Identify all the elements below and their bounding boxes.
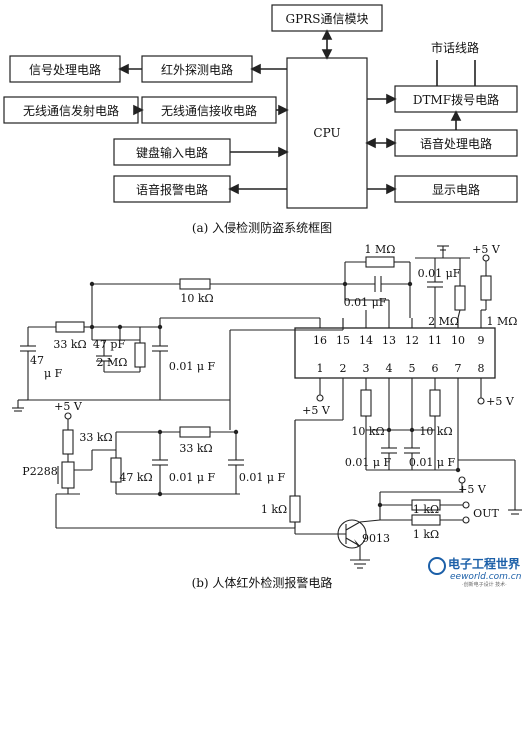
label-r-33k-a: 33 kΩ [53, 338, 86, 351]
signal-processing-label: 信号处理电路 [29, 62, 101, 77]
label-r-1k-out2: 1 kΩ [413, 528, 439, 541]
ic-pins-top: 16 15 14 13 12 11 10 9 [313, 334, 485, 347]
label-vcc-bottom: +5 V [458, 483, 487, 496]
caption-b: (b) 人体红外检测报警电路 [192, 575, 333, 590]
ic-chip [294, 327, 496, 379]
voice-processing-block: 语音处理电路 [394, 129, 518, 157]
ic-pin-stubs [319, 318, 482, 460]
pin-7: 7 [455, 362, 462, 375]
label-out: OUT [473, 507, 499, 520]
label-c-47u: 47 [30, 354, 44, 367]
label-r-1k-out1: 1 kΩ [413, 503, 439, 516]
voice-alarm-block: 语音报警电路 [113, 175, 231, 203]
infrared-detect-block: 红外探测电路 [141, 55, 253, 83]
label-transistor: 9013 [362, 532, 390, 545]
phone-line-label: 市话线路 [431, 40, 479, 55]
gprs-label: GPRS通信模块 [286, 12, 369, 26]
pin-6: 6 [432, 362, 439, 375]
pin-11: 11 [428, 334, 442, 347]
pin-16: 16 [313, 334, 327, 347]
block-diagram: CPU GPRS通信模块 信号处理电路 红外探测电路 无线通信发射电路 无线通信… [3, 4, 518, 235]
gprs-block: GPRS通信模块 [271, 4, 383, 32]
label-vcc-pin1: +5 V [302, 404, 331, 417]
display-block: 显示电路 [394, 175, 518, 203]
voice-processing-label: 语音处理电路 [420, 136, 492, 151]
pin-13: 13 [382, 334, 396, 347]
label-c-001-b: 0.01 μ F [169, 471, 216, 484]
label-vcc-top: +5 V [472, 243, 501, 256]
infrared-detect-label: 红外探测电路 [161, 62, 233, 77]
top-right-network [415, 245, 492, 319]
pin-10: 10 [451, 334, 465, 347]
pin-9: 9 [478, 334, 485, 347]
wireless-rx-block: 无线通信接收电路 [141, 96, 277, 124]
label-c-001-right: 0.01 μF [418, 267, 461, 280]
watermark-subtitle: ·创新电子设计 技术· [462, 581, 507, 588]
label-c-47p: 47 pF [93, 338, 126, 351]
stage-1-network [12, 284, 367, 430]
keyboard-block: 键盘输入电路 [113, 138, 231, 166]
label-r-10k-top: 10 kΩ [180, 292, 213, 305]
caption-a: (a) 入侵检测防盗系统框图 [192, 220, 332, 235]
block-arrows [118, 29, 476, 195]
display-label: 显示电路 [432, 182, 480, 197]
label-sensor: P2288 [22, 465, 57, 478]
wireless-tx-block: 无线通信发射电路 [3, 96, 139, 124]
pin-12: 12 [405, 334, 419, 347]
pin-2: 2 [340, 362, 347, 375]
label-r-47k: 47 kΩ [119, 471, 152, 484]
label-r-10k-b: 10 kΩ [419, 425, 452, 438]
label-r-33k-c: 33 kΩ [179, 442, 212, 455]
pin-5: 5 [409, 362, 416, 375]
keyboard-label: 键盘输入电路 [136, 145, 208, 160]
pin-14: 14 [359, 334, 373, 347]
voice-alarm-label: 语音报警电路 [136, 182, 208, 197]
label-c-001-e: 0.01 μ F [409, 456, 456, 469]
circuit-diagram: 16 15 14 13 12 11 10 9 1 2 3 4 5 6 7 8 [12, 243, 522, 590]
feedback-network [92, 256, 411, 318]
wireless-tx-label: 无线通信发射电路 [23, 103, 119, 118]
dtmf-label: DTMF拨号电路 [413, 92, 499, 107]
ic-pins-bottom: 1 2 3 4 5 6 7 8 [317, 362, 485, 375]
label-r-2m-a: 2 MΩ [97, 356, 128, 369]
cpu-label: CPU [313, 126, 340, 140]
label-vcc-left: +5 V [54, 400, 83, 413]
pin-8: 8 [478, 362, 485, 375]
label-c-001-top: 0.01 μF [344, 296, 387, 309]
dtmf-block: DTMF拨号电路 [394, 85, 518, 113]
label-r-1m-right: 1 MΩ [487, 315, 518, 328]
cpu-block: CPU [286, 57, 368, 209]
label-c-47u-unit: μ F [44, 367, 63, 380]
pin-1: 1 [317, 362, 324, 375]
label-r-2m-right: 2 MΩ [428, 315, 459, 328]
label-c-001-d: 0.01 μ F [345, 456, 392, 469]
eeworld-logo-icon [428, 557, 446, 575]
pin-4: 4 [386, 362, 393, 375]
label-vcc-pin8: +5 V [486, 395, 515, 408]
pin-3: 3 [363, 362, 370, 375]
label-r-33k-b: 33 kΩ [79, 431, 112, 444]
pin-15: 15 [336, 334, 350, 347]
signal-processing-block: 信号处理电路 [9, 55, 121, 83]
watermark-url: eeworld.com.cn [450, 572, 522, 582]
watermark-logo-text: 电子工程世界 [448, 556, 520, 571]
ic-bottom-network [294, 389, 516, 510]
sensor-stage [55, 412, 296, 529]
label-r-1m-top: 1 MΩ [365, 243, 396, 256]
eeworld-watermark: 电子工程世界 eeworld.com.cn ·创新电子设计 技术· [428, 556, 522, 588]
label-c-001-a: 0.01 μ F [169, 360, 216, 373]
label-r-10k-a: 10 kΩ [351, 425, 384, 438]
label-c-001-c: 0.01 μ F [239, 471, 286, 484]
wireless-rx-label: 无线通信接收电路 [161, 103, 257, 118]
label-r-1k-base: 1 kΩ [261, 503, 287, 516]
